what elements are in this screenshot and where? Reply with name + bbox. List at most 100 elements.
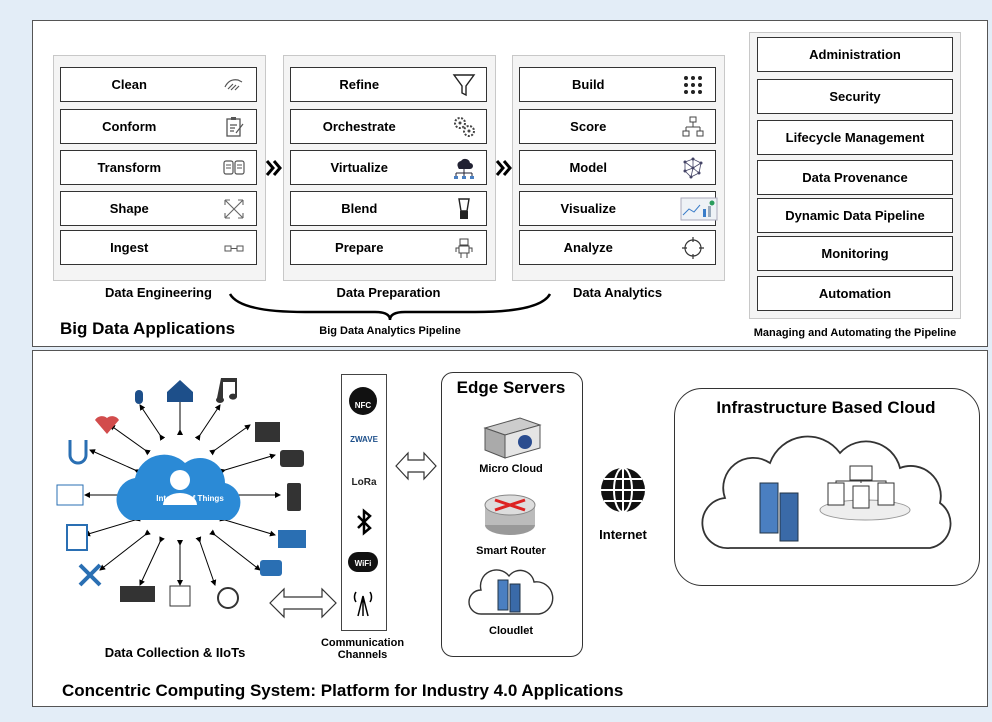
nfc-icon: NFC [349,387,377,415]
visualize-label: Visualize [560,201,616,216]
score-box: Score [519,109,716,144]
clean-box: Clean [60,67,257,102]
double-chevron-icon [495,160,512,176]
smartphone-icon [287,483,301,511]
data-provenance-box: Data Provenance [757,160,953,195]
infrastructure-cloud-title: Infrastructure Based Cloud [716,398,936,417]
data-analytics-title: Data Analytics [572,285,663,300]
virtualize-label: Virtualize [330,160,389,175]
cloudlet-label: Cloudlet [489,625,533,637]
svg-text:ZWAVE: ZWAVE [350,435,379,444]
microphone-icon [135,390,143,404]
automation-box: Automation [757,276,953,311]
transform-icon [223,160,245,175]
lora-icon: LoRa [352,477,377,488]
clapperboard-icon [255,422,280,442]
stethoscope-icon [68,440,88,465]
conform-box: Conform [60,109,257,144]
antenna-icon [353,591,373,617]
blender-icon [458,198,470,219]
smart-router-label: Smart Router [476,545,546,557]
svg-text:NFC: NFC [355,401,372,410]
heart-icon [95,416,119,434]
transform-label: Transform [97,160,162,175]
pipeline-label: Big Data Analytics Pipeline [319,325,461,337]
chart-icon [56,484,84,506]
svg-text:WiFi: WiFi [355,559,372,568]
data-preparation-title: Data Preparation [336,285,441,300]
camera-icon [280,450,304,467]
music-icon [215,378,237,403]
dots-grid-icon [684,76,702,94]
ingest-box: Ingest [60,230,257,265]
blend-box: Blend [290,191,487,226]
alarm-clock-icon [217,587,239,609]
iot-label: Data Collection & IIoTs [104,645,246,660]
double-arrow-icon [269,587,337,619]
clean-label: Clean [111,77,147,92]
cloudlet-icon [468,569,554,615]
smart-router-icon [484,494,536,535]
truck-icon [120,586,155,602]
tools-icon [78,563,102,587]
refine-label: Refine [339,77,380,92]
managing-automating-label: Managing and Automating the Pipeline [753,327,957,339]
virtualize-box: Virtualize [290,150,487,185]
globe-icon [601,467,645,513]
transform-box: Transform [60,150,257,185]
bluetooth-icon [357,508,372,536]
iot-center-label: Internet of Things [156,494,224,503]
gears-icon [454,117,475,137]
target-icon [682,237,704,259]
data-center-cloud-icon [701,435,952,549]
micro-cloud-server-icon [483,417,542,459]
iot-cloud-icon [116,454,241,520]
concentric-computing-title: Concentric Computing System: Platform fo… [62,681,624,700]
svg-text:LoRa: LoRa [352,477,377,488]
prepare-label: Prepare [335,240,384,255]
model-label: Model [569,160,608,175]
iot-diagram [56,378,306,609]
envelope-icon [278,530,306,548]
build-box: Build [519,67,716,102]
shape-label: Shape [109,201,149,216]
dynamic-data-pipeline-box: Dynamic Data Pipeline [757,198,953,233]
edge-servers-title: Edge Servers [456,378,566,397]
blend-label: Blend [341,201,378,216]
analyze-label: Analyze [563,240,613,255]
pipeline-brace [228,293,552,321]
data-engineering-title: Data Engineering [105,285,212,300]
chat-icon [260,560,282,576]
hierarchy-icon [682,116,704,137]
build-label: Build [572,77,605,92]
prepare-box: Prepare [290,230,487,265]
shape-box: Shape [60,191,257,226]
micro-cloud-label: Micro Cloud [479,463,543,475]
expand-arrows-icon [224,199,244,219]
channels-label: Communication Channels [320,637,405,661]
network-model-icon [683,157,703,179]
orchestrate-box: Orchestrate [290,109,487,144]
administration-box: Administration [757,37,953,72]
cloud-network-icon [454,158,474,179]
dashboard-icon [680,197,718,221]
clipboard-icon [226,117,244,137]
double-chevron-icon [265,160,282,176]
refine-box: Refine [290,67,487,102]
score-label: Score [570,119,607,134]
internet-label: Internet [599,527,647,542]
wifi-icon: WiFi [348,552,378,572]
home-icon [167,380,193,402]
visualize-box: Visualize [519,191,718,226]
big-data-applications-title: Big Data Applications [60,319,236,338]
robot-icon [455,238,473,258]
lifecycle-management-box: Lifecycle Management [757,120,953,155]
plug-icon [224,245,244,252]
hand-icon [224,79,243,91]
double-arrow-icon [395,451,437,481]
funnel-icon [452,74,476,97]
calendar-icon [169,585,191,607]
model-box: Model [519,150,716,185]
security-box: Security [757,79,953,114]
channels-column [341,374,387,631]
